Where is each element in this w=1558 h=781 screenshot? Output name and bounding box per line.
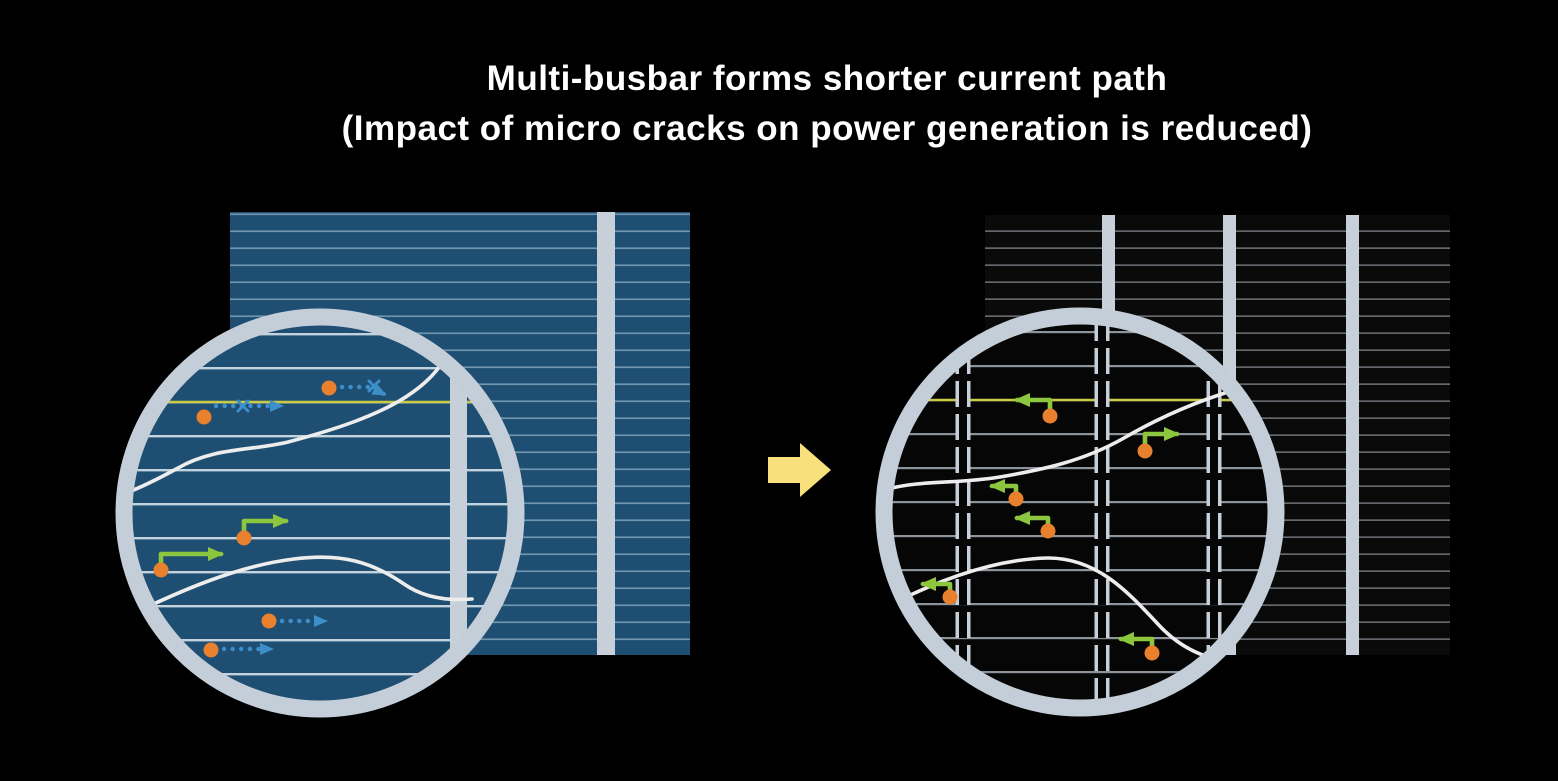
left-lens-content: [123, 316, 517, 710]
short-path-arrow: [1142, 427, 1180, 450]
micro-crack-line: [124, 316, 459, 495]
lens-cell-surface-right: [883, 315, 1277, 709]
busbar-left-lens: [450, 316, 467, 710]
busbar-right-cell: [1346, 215, 1359, 655]
left-magnifier-ring: [115, 308, 525, 718]
short-path-arrow: [241, 514, 289, 537]
diagram-title: Multi-busbar forms shorter current path …: [342, 54, 1313, 154]
transition-right-arrow-icon: [768, 443, 831, 497]
electron-dot: [1144, 645, 1160, 661]
micro-crack-line: [886, 384, 1250, 491]
micro-crack-line: [126, 555, 474, 618]
electron-dot: [1042, 408, 1058, 424]
busbar-left-cell: [597, 212, 615, 655]
electron-dot: [153, 562, 169, 578]
electron-dot: [261, 613, 277, 629]
electron-dot: [321, 380, 337, 396]
electron-dot: [203, 642, 219, 658]
blocked-x-mark: [236, 399, 250, 413]
electron-dot: [1040, 523, 1056, 539]
electron-dot: [1008, 491, 1024, 507]
electron-dot: [236, 530, 252, 546]
electron-dot: [942, 589, 958, 605]
electron-dot: [196, 409, 212, 425]
short-path-arrow: [1014, 393, 1053, 415]
long-path-dotted-arrow: [339, 383, 387, 397]
right-lens-content: [883, 315, 1277, 709]
title-line-1: Multi-busbar forms shorter current path: [486, 59, 1168, 98]
blocked-x-mark: [367, 379, 381, 393]
electron-dot: [1137, 443, 1153, 459]
short-path-arrow: [158, 547, 224, 569]
micro-crack-line: [894, 556, 1214, 660]
right-magnifier-ring: [875, 307, 1285, 717]
title-line-2: (Impact of micro cracks on power generat…: [341, 109, 1313, 148]
